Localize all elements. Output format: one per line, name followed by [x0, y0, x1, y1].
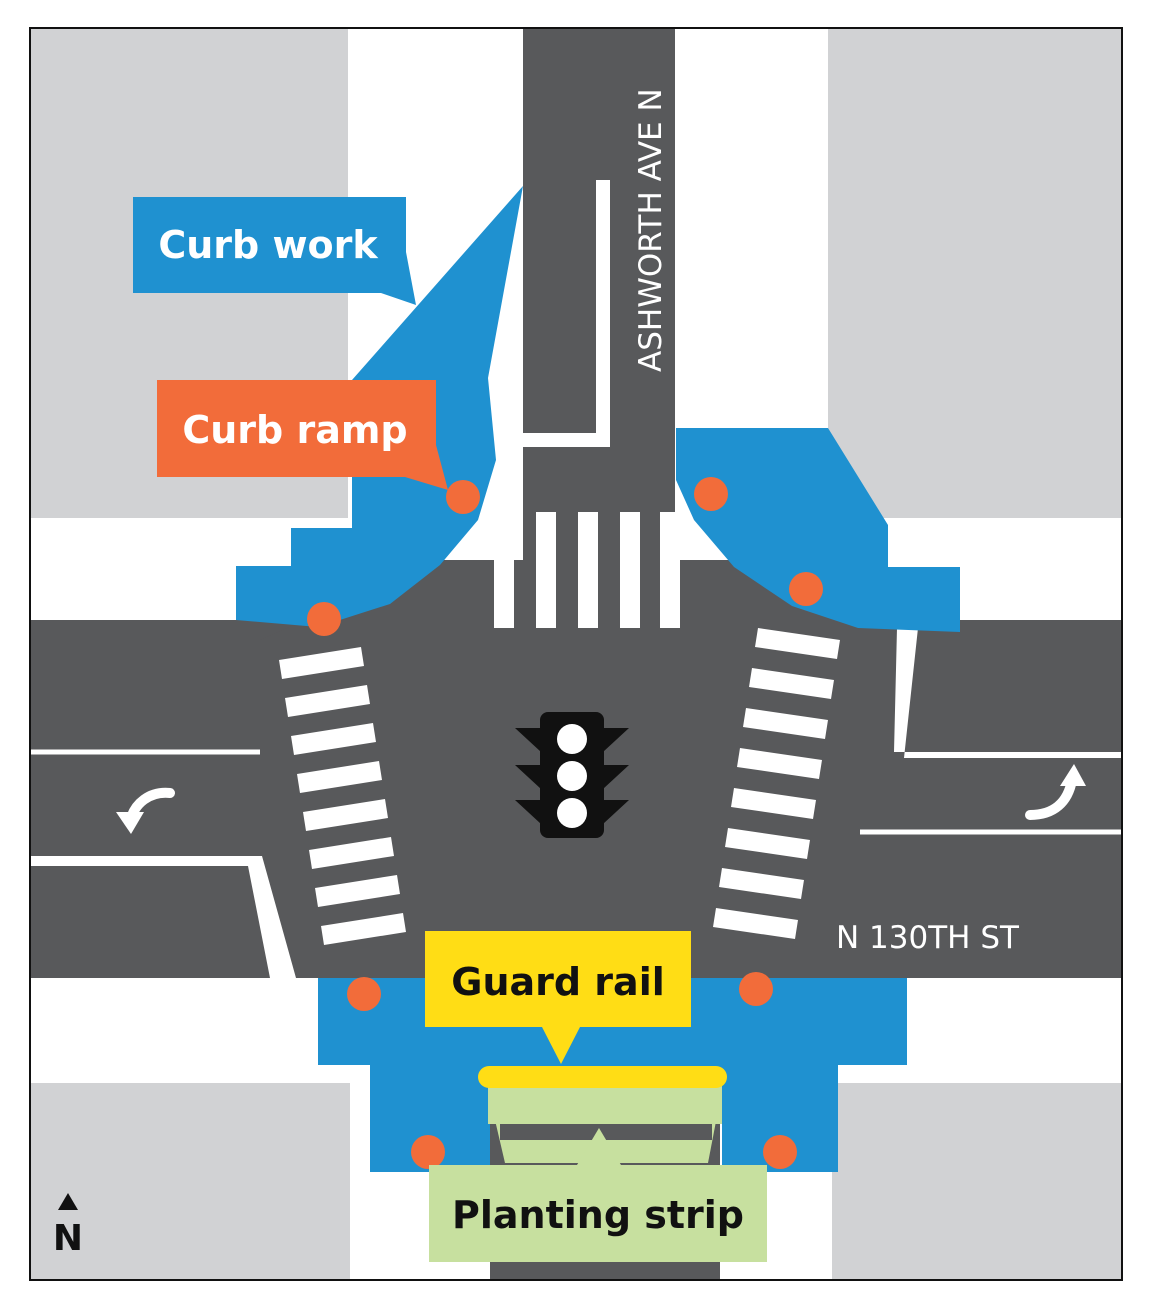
crosswalk-west: [279, 647, 406, 945]
north-arrow: N: [53, 1193, 83, 1259]
curb-work-northeast: [676, 428, 960, 632]
curb-ramp-marker: [307, 602, 341, 636]
right-turn-arrow-icon: [1025, 764, 1086, 820]
callout-curb-ramp-label: Curb ramp: [182, 408, 407, 452]
callout-planting-strip: Planting strip: [429, 1128, 767, 1262]
callout-curb-ramp: Curb ramp: [157, 380, 448, 490]
left-turn-arrow-icon: [116, 787, 175, 834]
curb-ramp-marker: [694, 477, 728, 511]
north-arrow-label: N: [53, 1218, 83, 1259]
callout-curb-work: Curb work: [133, 197, 416, 305]
sidewalk-west-south: [30, 856, 296, 978]
block-southeast: [832, 1083, 1122, 1280]
street-name-ashworth: ASHWORTH AVE N: [633, 88, 669, 372]
curb-ramp-marker: [789, 572, 823, 606]
curb-ramp-markers: [307, 477, 823, 1169]
curb-ramp-marker: [411, 1135, 445, 1169]
street-name-130th: N 130TH ST: [836, 920, 1020, 956]
curb-ramp-marker: [763, 1135, 797, 1169]
callout-planting-strip-label: Planting strip: [452, 1193, 744, 1237]
traffic-signal-icon: [515, 712, 629, 838]
callout-guard-rail: Guard rail: [425, 931, 691, 1064]
curb-ramp-marker: [347, 977, 381, 1011]
curb-ramp-marker: [739, 972, 773, 1006]
map-border: [29, 27, 1123, 1281]
curb-ramp-marker: [446, 480, 480, 514]
crosswalk-east: [713, 628, 840, 939]
crosswalk-north: [494, 512, 680, 628]
callout-guard-rail-label: Guard rail: [451, 960, 665, 1004]
south-road-gap: [500, 1124, 712, 1140]
block-southwest: [30, 1083, 350, 1280]
block-northeast: [828, 28, 1122, 518]
sidewalk-edge-north: [497, 180, 610, 447]
north-arrow-icon: [58, 1193, 78, 1210]
callout-curb-work-label: Curb work: [158, 223, 378, 267]
